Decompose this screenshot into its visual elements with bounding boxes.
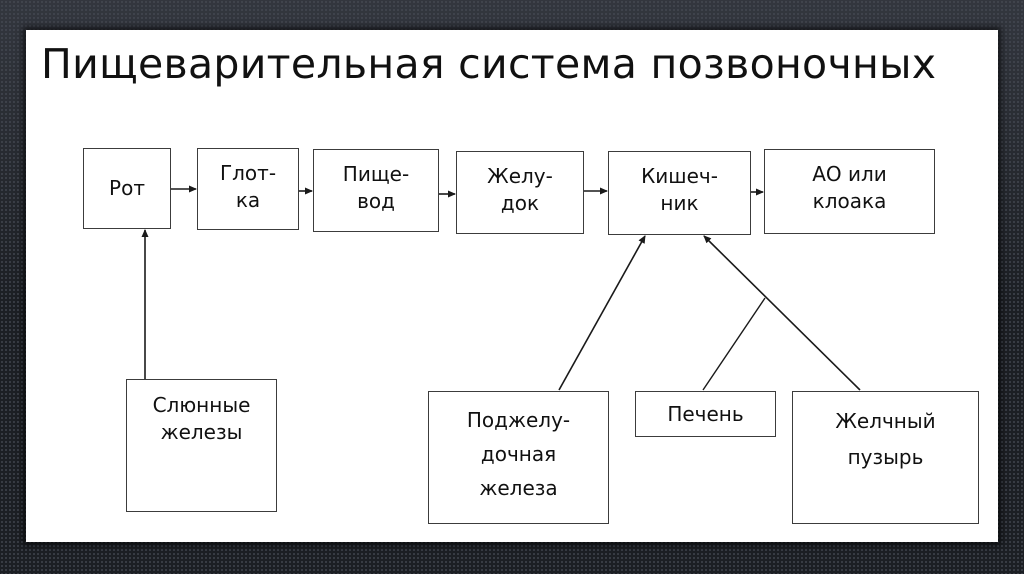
box-mouth: Рот [83, 148, 171, 229]
box-label-line: Желчный [835, 409, 936, 433]
box-label-line: Кишеч- [641, 164, 718, 188]
box-label-line: Поджелу- [466, 408, 571, 432]
box-label-line: дочная [480, 442, 557, 466]
box-label-line: ка [235, 188, 261, 212]
box-label-line: ник [660, 191, 699, 215]
box-label-line: Рот [109, 176, 145, 200]
box-label-line: железа [479, 476, 558, 500]
box-label-line: АО или [812, 162, 887, 186]
box-label-line: клоака [812, 189, 887, 213]
box-label-line: вод [357, 189, 395, 213]
box-label-line: Печень [667, 401, 744, 426]
box-pharynx: Глот- ка [197, 148, 299, 230]
box-intestine: Кишеч- ник [608, 151, 751, 235]
box-label-line: Глот- [219, 161, 277, 185]
slide: Пищеварительная система позвоночных Рот … [26, 30, 998, 542]
box-stomach: Желу- док [456, 151, 584, 234]
slide-title: Пищеварительная система позвоночных [41, 40, 937, 88]
box-esophagus: Пище- вод [313, 149, 439, 232]
box-label-line: Слюнные [152, 393, 251, 417]
box-label-line: пузырь [847, 445, 924, 469]
box-label-line: док [500, 191, 540, 215]
box-liver: Печень [635, 391, 776, 437]
box-label-line: Желу- [487, 164, 553, 188]
box-label-line: железы [160, 420, 243, 444]
box-salivary-glands: Слюнные железы [126, 379, 277, 512]
box-label-line: Пище- [342, 162, 410, 186]
box-anus-cloaca: АО или клоака [764, 149, 935, 234]
box-pancreas: Поджелу- дочная железа [428, 391, 609, 524]
box-gallbladder: Желчный пузырь [792, 391, 979, 524]
